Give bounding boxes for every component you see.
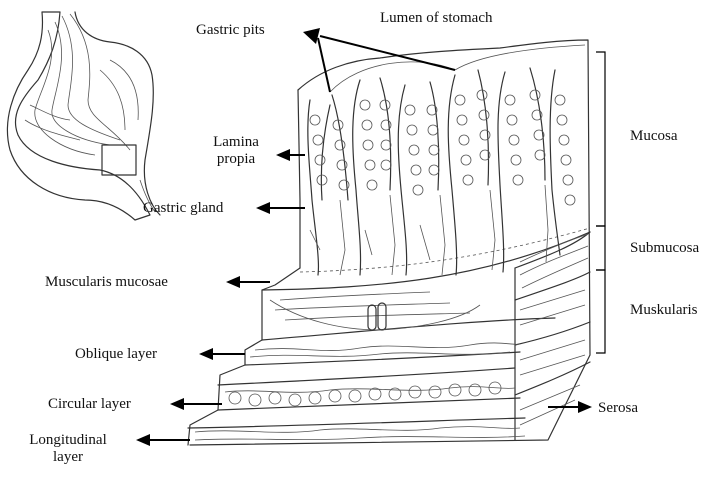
label-circular-layer: Circular layer	[48, 396, 131, 413]
label-submucosa: Submucosa	[630, 240, 699, 257]
label-gastric-gland: Gastric gland	[143, 200, 223, 217]
stomach-wall-block	[188, 40, 590, 445]
label-muskularis: Muskularis	[630, 302, 698, 319]
label-muscularis-mucosae: Muscularis mucosae	[45, 274, 168, 291]
label-serosa: Serosa	[598, 400, 638, 417]
layer-brackets	[596, 52, 605, 353]
stomach-overview-sketch	[7, 12, 160, 220]
label-oblique-layer: Oblique layer	[75, 346, 157, 363]
label-lumen-of-stomach: Lumen of stomach	[380, 10, 492, 27]
label-mucosa: Mucosa	[630, 128, 678, 145]
label-lamina-propia: Lamina propia	[196, 134, 276, 168]
label-longitudinal-layer: Longitudinal layer	[2, 432, 134, 466]
label-gastric-pits: Gastric pits	[196, 22, 265, 39]
pointer-arrows	[136, 28, 592, 446]
